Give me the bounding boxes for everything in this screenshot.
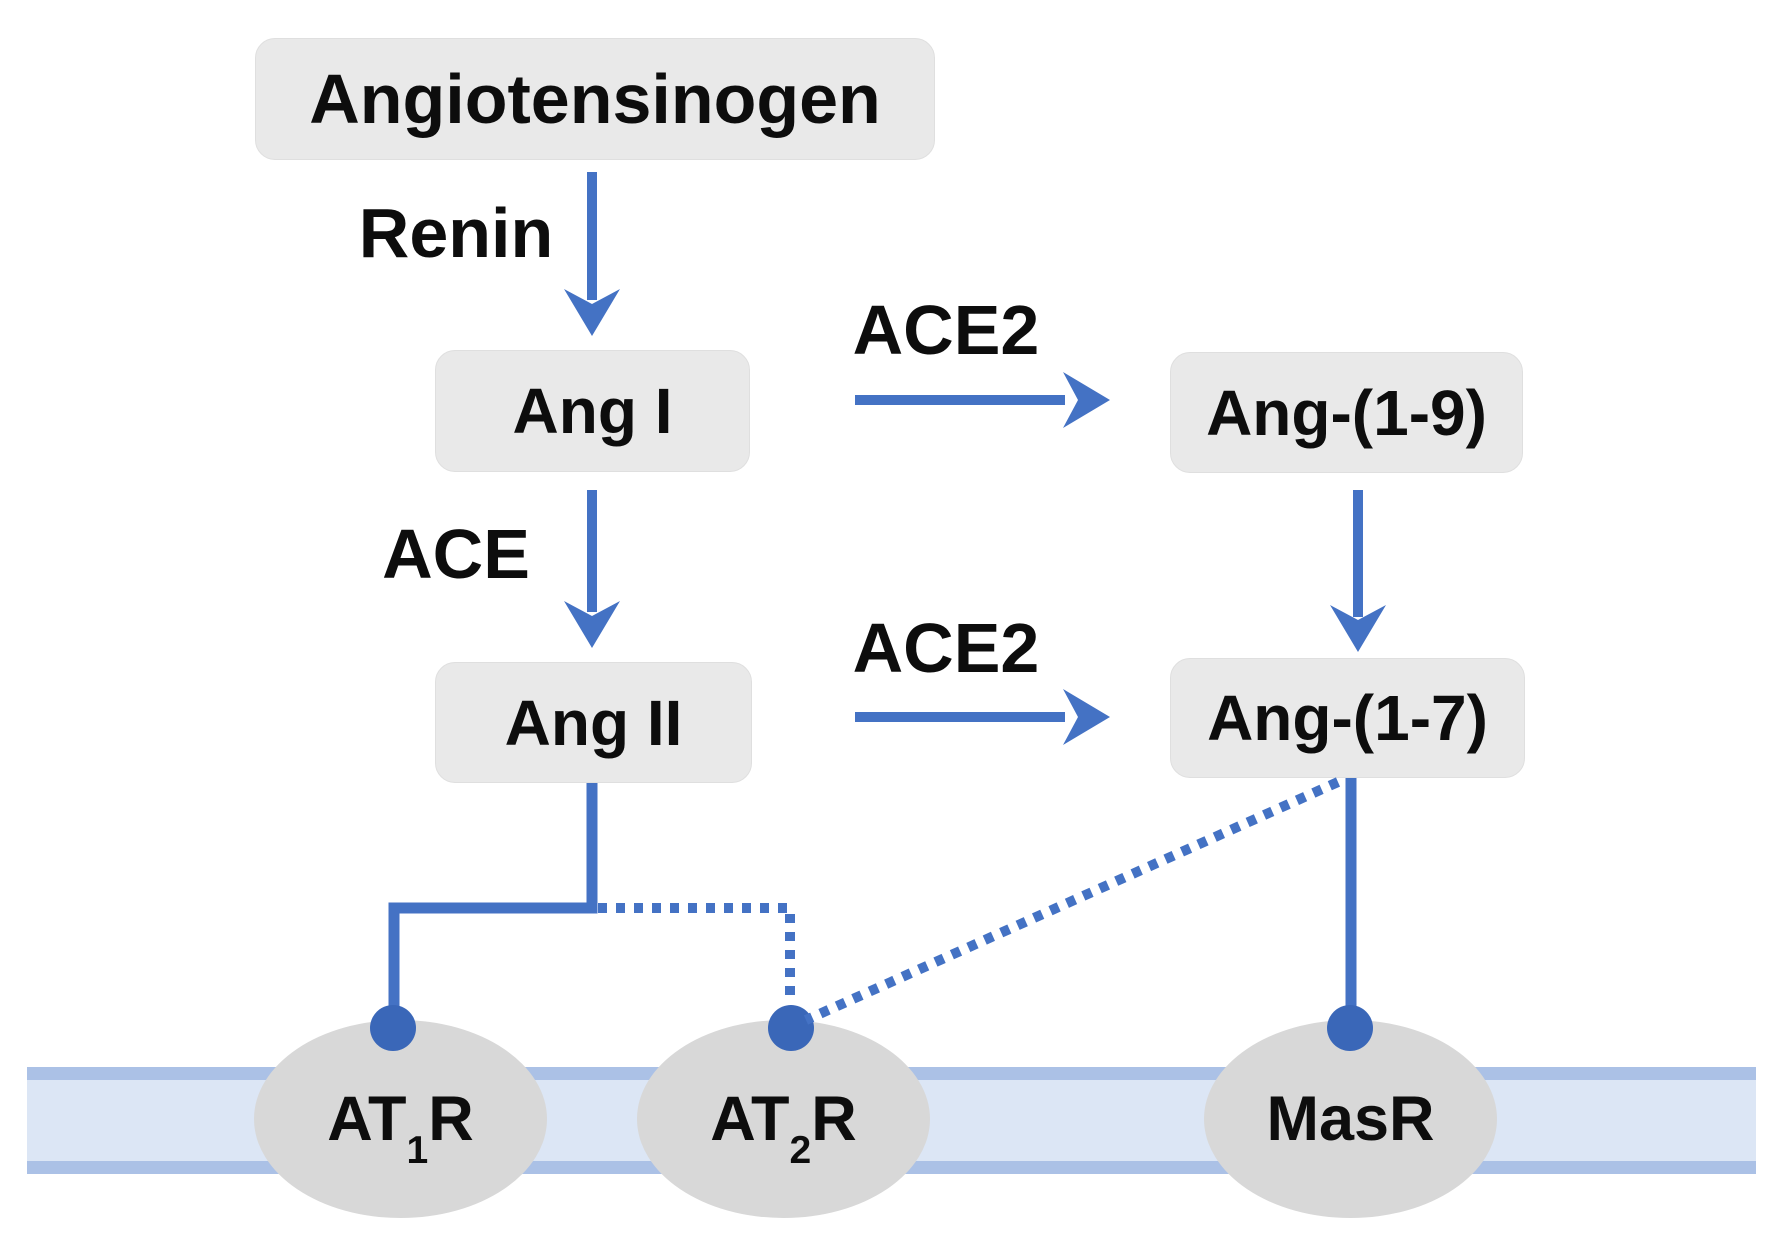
node-ang-ii: Ang II bbox=[435, 662, 752, 783]
node-ang-1-9: Ang-(1-9) bbox=[1170, 352, 1523, 473]
node-ang-ii-label: Ang II bbox=[504, 686, 683, 759]
connector-ang-1-7-to-at2r bbox=[803, 777, 1341, 1025]
receptor-at1r: AT1R bbox=[254, 1020, 547, 1218]
node-angiotensinogen: Angiotensinogen bbox=[255, 38, 935, 160]
receptor-masr: MasR bbox=[1204, 1020, 1497, 1218]
node-angiotensinogen-label: Angiotensinogen bbox=[309, 60, 881, 138]
enzyme-label-ace2-top: ACE2 bbox=[852, 291, 1040, 369]
connector-ang-1-7-to-masr bbox=[1327, 778, 1373, 1051]
arrow-ang-1-9-to-ang-1-7 bbox=[1330, 490, 1386, 652]
receptor-at1r-label: AT1R bbox=[327, 1084, 474, 1173]
enzyme-label-ace2-bottom: ACE2 bbox=[852, 609, 1040, 687]
node-ang-i-label: Ang I bbox=[512, 375, 673, 447]
arrow-ang-ii-to-ang-1-7 bbox=[855, 689, 1110, 745]
node-ang-1-7-label: Ang-(1-7) bbox=[1207, 682, 1488, 754]
arrow-ang-i-to-ang-ii bbox=[564, 490, 620, 648]
node-ang-1-9-label: Ang-(1-9) bbox=[1206, 376, 1487, 449]
arrow-angiotensinogen-to-ang-i bbox=[564, 172, 620, 336]
arrow-ang-i-to-ang-1-9 bbox=[855, 372, 1110, 428]
receptor-at2r: AT2R bbox=[637, 1020, 930, 1218]
receptor-at2r-label: AT2R bbox=[710, 1084, 857, 1173]
node-ang-i: Ang I bbox=[435, 350, 750, 472]
enzyme-label-renin: Renin bbox=[358, 194, 554, 272]
connector-ang-ii-to-at1r bbox=[370, 783, 598, 1051]
enzyme-label-ace: ACE bbox=[382, 515, 530, 593]
node-ang-1-7: Ang-(1-7) bbox=[1170, 658, 1525, 778]
receptor-masr-label: MasR bbox=[1266, 1084, 1435, 1154]
